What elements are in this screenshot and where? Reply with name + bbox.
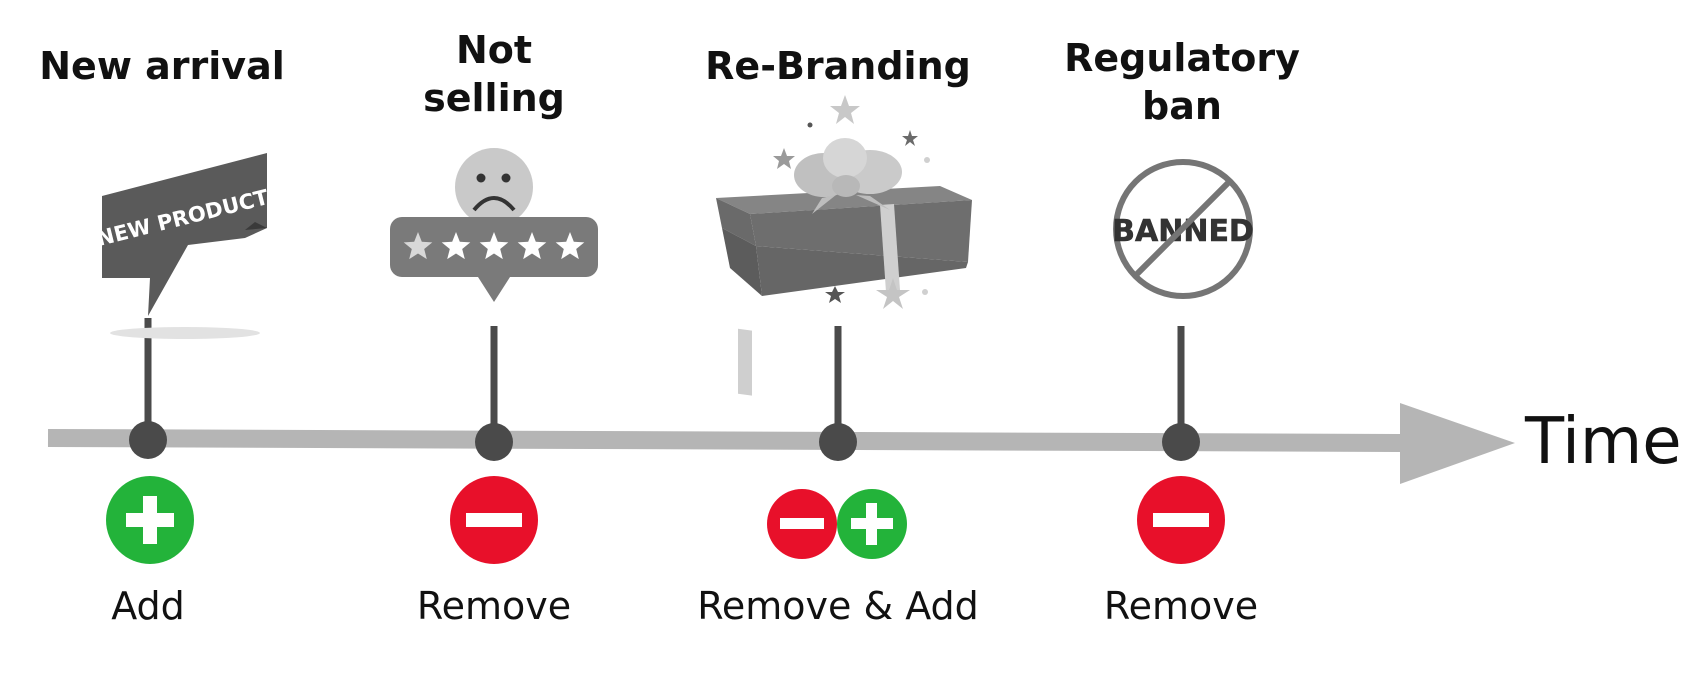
event-title-new-arrival: New arrival	[39, 44, 285, 88]
timeline-axis	[47, 429, 1406, 452]
rating-star-icon	[479, 232, 509, 260]
event-title-re-branding: Re-Branding	[705, 44, 971, 88]
remove-icon	[450, 476, 538, 564]
rating-star-icon	[403, 232, 433, 260]
banned-sign-icon: BANNED	[1112, 159, 1254, 299]
remove-icon	[767, 489, 837, 559]
event-marker-re-branding	[819, 423, 857, 461]
add-icon	[106, 476, 194, 564]
event-marker-new-arrival	[129, 421, 167, 459]
new-product-banner-icon: NEW PRODUCT	[94, 153, 271, 339]
event-caption-regulatory-ban: Remove	[1103, 584, 1259, 628]
gift-box-icon	[716, 95, 972, 396]
event-caption-re-branding: Remove & Add	[697, 584, 979, 628]
rating-star-icon	[555, 232, 585, 260]
remove-icon	[1137, 476, 1225, 564]
event-caption-not-selling: Remove	[416, 584, 572, 628]
time-axis-label: Time	[1525, 405, 1682, 479]
rating-star-icon	[517, 232, 547, 260]
add-icon	[837, 489, 907, 559]
event-marker-regulatory-ban	[1162, 423, 1200, 461]
event-title-not-selling: Not selling	[423, 28, 565, 120]
timeline-arrowhead-icon	[1400, 403, 1515, 484]
rating-star-icon	[441, 232, 471, 260]
event-title-regulatory-ban: Regulatory ban	[1064, 36, 1300, 128]
event-caption-new-arrival: Add	[111, 584, 185, 628]
sad-rating-icon	[390, 148, 598, 302]
event-marker-not-selling	[475, 423, 513, 461]
